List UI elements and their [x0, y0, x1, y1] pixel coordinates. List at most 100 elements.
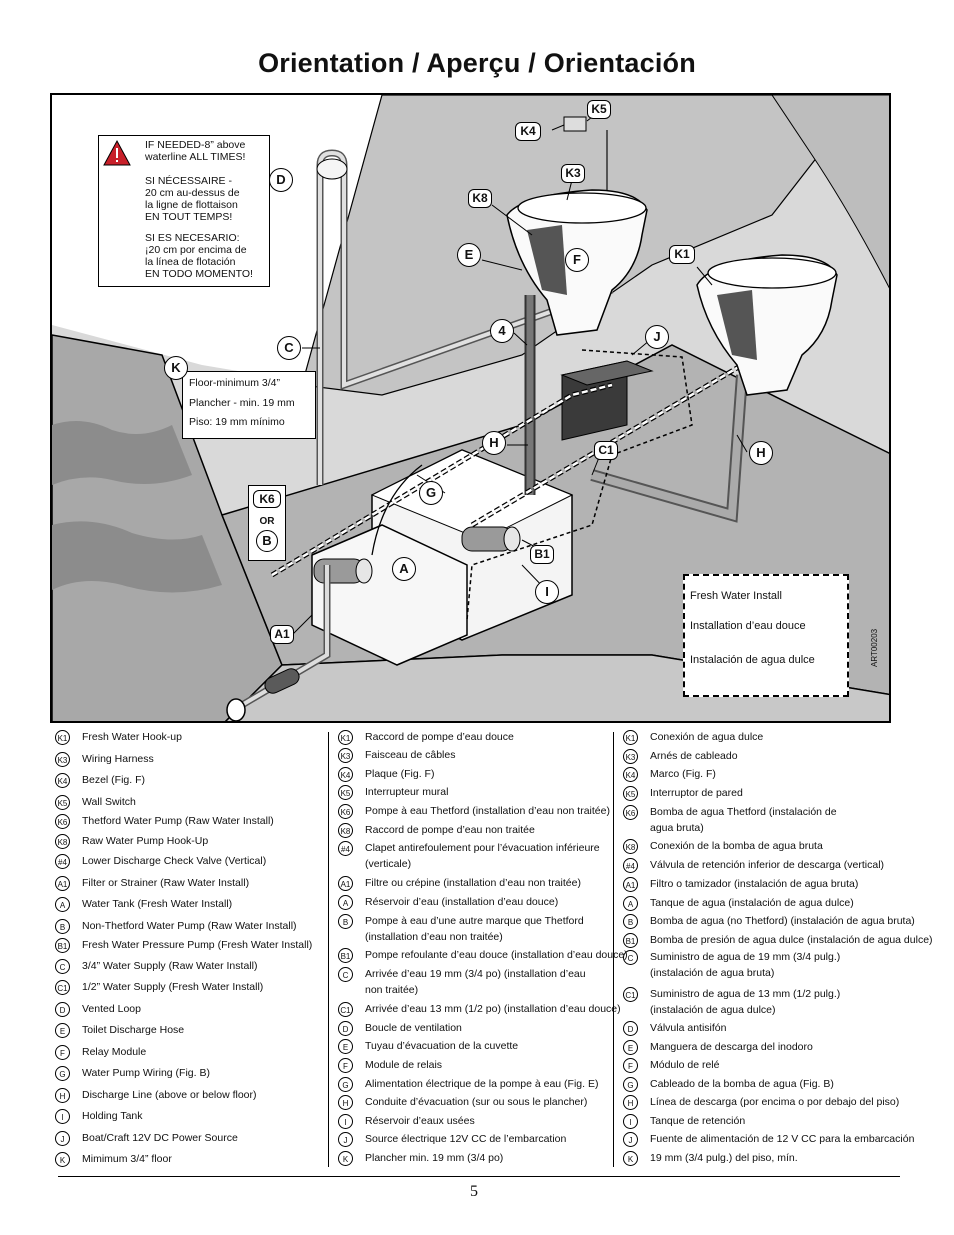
legend-text: 1/2” Water Supply (Fresh Water Install)	[82, 981, 264, 993]
legend-text: Arrivée d’eau 13 mm (1/2 po) (installati…	[365, 1003, 621, 1015]
legend-code-badge: A	[623, 896, 638, 911]
legend-code-badge: H	[338, 1095, 353, 1110]
legend-text: Filtre ou crépine (installation d’eau no…	[365, 877, 581, 889]
callout-a1: A1	[270, 625, 294, 644]
legend-text: Pompe à eau Thetford (installation d’eau…	[365, 805, 610, 817]
legend-divider	[328, 732, 329, 1167]
legend-code-badge: K4	[623, 767, 638, 782]
legend-text: Plaque (Fig. F)	[365, 768, 435, 780]
legend-text: Válvula antisifón	[650, 1022, 727, 1034]
legend-code-badge: K1	[623, 730, 638, 745]
legend-text: Suministro de agua de 19 mm (3/4 pulg.)	[650, 951, 841, 963]
legend-code-badge: K5	[623, 786, 638, 801]
or-label: OR	[259, 516, 275, 527]
legend-text-continued: (installation d’eau non traitée)	[365, 931, 503, 943]
callout-j: J	[645, 325, 669, 349]
callout-f: F	[565, 248, 589, 272]
legend-code-badge: #4	[55, 854, 70, 869]
legend-code-badge: K3	[55, 752, 70, 767]
legend-text: Réservoir d’eaux usées	[365, 1115, 475, 1127]
legend-text: Faisceau de câbles	[365, 749, 456, 761]
callout-k3: K3	[561, 164, 585, 183]
legend-text: Lower Discharge Check Valve (Vertical)	[82, 855, 267, 867]
legend-text: Módulo de relé	[650, 1059, 720, 1071]
pump-b1-icon	[461, 526, 521, 552]
legend-code-badge: I	[55, 1109, 70, 1124]
legend-code-badge: A1	[623, 877, 638, 892]
callout-k6: K6	[253, 490, 281, 508]
legend-code-badge: B	[623, 914, 638, 929]
floor-minimum-note: Floor-minimum 3/4” Plancher - min. 19 mm…	[182, 371, 316, 439]
legend-text: Non-Thetford Water Pump (Raw Water Insta…	[82, 920, 297, 932]
legend-code-badge: K3	[338, 748, 353, 763]
legend-code-badge: G	[623, 1077, 638, 1092]
callout-a: A	[392, 557, 416, 581]
legend-text: Pompe à eau d’une autre marque que Thetf…	[365, 915, 584, 927]
legend-text: Filtro o tamizador (instalación de agua …	[650, 878, 859, 890]
legend-code-badge: E	[623, 1040, 638, 1055]
callout-k8: K8	[468, 189, 492, 208]
legend-code-badge: E	[55, 1023, 70, 1038]
legend-text: Conexión de la bomba de agua bruta	[650, 840, 823, 852]
legend-text: 3/4” Water Supply (Raw Water Install)	[82, 960, 258, 972]
callout-k5: K5	[587, 100, 611, 119]
callout-h-left: H	[482, 431, 506, 455]
legend-text: Marco (Fig. F)	[650, 768, 716, 780]
legend-code-badge: K	[55, 1152, 70, 1167]
legend-text: Réservoir d’eau (installation d’eau douc…	[365, 896, 559, 908]
legend-text: Discharge Line (above or below floor)	[82, 1089, 257, 1101]
legend-code-badge: K4	[55, 773, 70, 788]
legend-code-badge: D	[55, 1002, 70, 1017]
footer-rule	[58, 1176, 900, 1177]
legend-text-continued: (instalación de agua dulce)	[650, 1004, 776, 1016]
legend-text: Clapet antirefoulement pour l’évacuation…	[365, 842, 600, 854]
legend-code-badge: F	[338, 1058, 353, 1073]
warning-text-fr: SI NÉCESSAIRE -20 cm au-dessus de la lig…	[145, 175, 240, 223]
legend-code-badge: D	[338, 1021, 353, 1036]
legend-text: Boucle de ventilation	[365, 1022, 462, 1034]
callout-b: B	[256, 530, 278, 552]
legend-code-badge: K4	[338, 767, 353, 782]
k6-or-b-box: K6 OR B	[248, 485, 286, 561]
callout-g: G	[419, 481, 443, 505]
legend-text: Interrupteur mural	[365, 786, 449, 798]
legend-text: Interruptor de pared	[650, 787, 743, 799]
legend-text: Cableado de la bomba de agua (Fig. B)	[650, 1078, 834, 1090]
legend-code-badge: K8	[623, 839, 638, 854]
legend-code-badge: B	[55, 919, 70, 934]
legend-text: Arrivée d’eau 19 mm (3/4 po) (installati…	[365, 968, 586, 980]
legend-code-badge: E	[338, 1039, 353, 1054]
legend-code-badge: A	[338, 895, 353, 910]
legend-code-badge: D	[623, 1021, 638, 1036]
legend-code-badge: C1	[623, 987, 638, 1002]
legend-text: Water Pump Wiring (Fig. B)	[82, 1067, 210, 1079]
legend-code-badge: K5	[55, 795, 70, 810]
legend-text: Raccord de pompe d’eau non traitée	[365, 824, 535, 836]
art-code: ART00203	[870, 628, 879, 667]
legend-code-badge: J	[623, 1132, 638, 1147]
legend-text: Arnés de cableado	[650, 750, 738, 762]
legend-code-badge: A1	[338, 876, 353, 891]
legend-code-badge: A	[55, 897, 70, 912]
legend-code-badge: C1	[55, 980, 70, 995]
legend-code-badge: K5	[338, 785, 353, 800]
legend-text: Conexión de agua dulce	[650, 731, 764, 743]
legend-code-badge: C	[623, 950, 638, 965]
legend-text: Source électrique 12V CC de l’embarcatio…	[365, 1133, 567, 1145]
legend-text: Manguera de descarga del inodoro	[650, 1041, 813, 1053]
legend-code-badge: K3	[623, 749, 638, 764]
legend-text: Water Tank (Fresh Water Install)	[82, 898, 233, 910]
legend-code-badge: K	[623, 1151, 638, 1166]
legend-code-badge: C	[338, 967, 353, 982]
legend-text: Relay Module	[82, 1046, 147, 1058]
legend-text-continued: (verticale)	[365, 858, 412, 870]
legend-text: Válvula de retención inferior de descarg…	[650, 859, 885, 871]
legend-divider	[613, 732, 614, 1167]
legend-code-badge: K	[338, 1151, 353, 1166]
legend-text-continued: non traitée)	[365, 984, 419, 996]
legend-code-badge: B1	[623, 933, 638, 948]
callout-h-right: H	[749, 441, 773, 465]
legend-text: Mimimum 3/4” floor	[82, 1153, 172, 1165]
legend-code-badge: K8	[338, 823, 353, 838]
